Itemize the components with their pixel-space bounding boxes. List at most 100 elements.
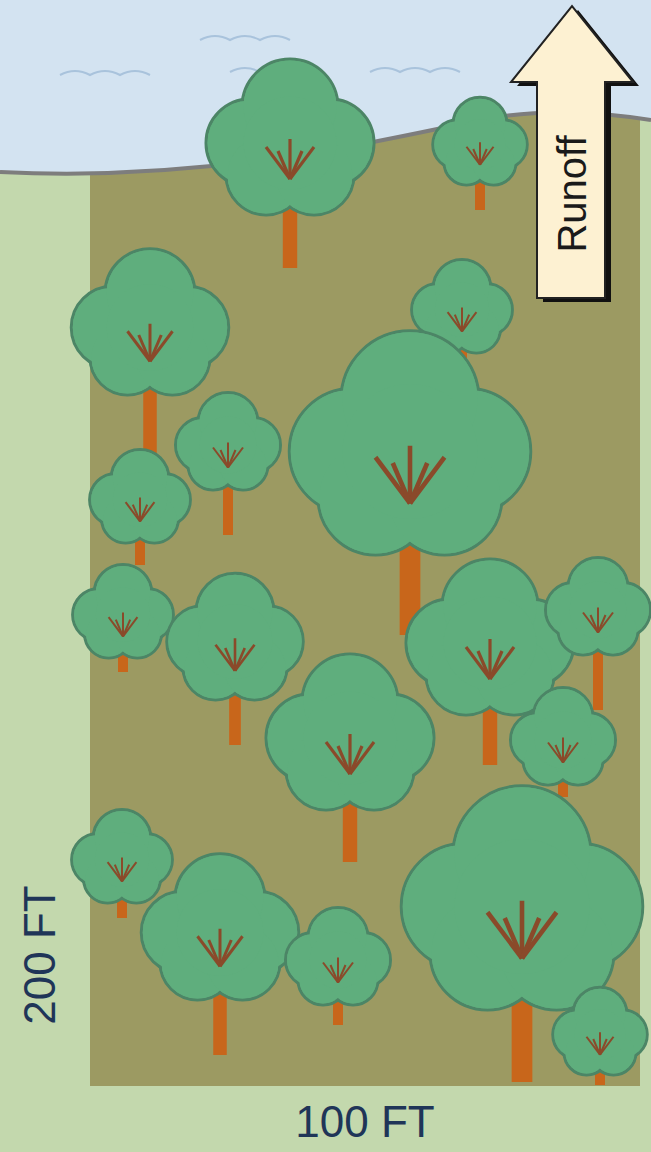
tree-branch <box>150 335 161 361</box>
tree-branch <box>548 743 563 763</box>
tree-branch <box>116 620 123 637</box>
tree-branch <box>150 331 173 361</box>
tree-branch <box>338 965 346 983</box>
tree-branch <box>128 331 151 361</box>
tree-crown <box>107 284 194 371</box>
tree-crown <box>304 692 397 785</box>
tree-branch <box>109 617 123 636</box>
tree-crown <box>95 833 150 888</box>
tree-branch <box>563 745 571 763</box>
tree-crown <box>455 839 590 974</box>
tree <box>266 654 434 862</box>
tree-branch <box>123 617 137 636</box>
tree-branch <box>393 463 410 503</box>
tree-branch <box>235 648 245 671</box>
tree-branch <box>598 613 613 633</box>
water-wave <box>200 36 290 40</box>
tree-crown <box>244 97 337 190</box>
tree-branch <box>593 1039 600 1055</box>
tree-branch <box>228 450 236 468</box>
tree-branch <box>338 963 353 983</box>
tree-branch <box>598 615 606 633</box>
tree-branch <box>140 505 147 522</box>
tree <box>553 987 648 1085</box>
tree-branch <box>235 645 255 671</box>
tree-branch <box>122 862 136 881</box>
tree-crown <box>455 119 506 170</box>
tree-branch <box>563 743 578 763</box>
tree <box>511 688 616 798</box>
tree <box>286 908 391 1026</box>
tree-branch <box>556 745 564 763</box>
tree-crown <box>200 417 257 474</box>
tree-crown <box>570 582 627 639</box>
tree-branch <box>290 147 314 179</box>
tree-branch <box>490 647 514 679</box>
tree <box>401 786 643 1082</box>
tree-branch <box>266 147 290 179</box>
tree-branch <box>466 647 490 679</box>
tree-crown <box>575 1009 626 1060</box>
tree-branch <box>455 315 462 332</box>
tree-branch <box>209 940 220 966</box>
tree-crown <box>444 597 537 690</box>
dimension-label: 100 FT <box>295 1097 434 1147</box>
tree <box>90 449 191 565</box>
tree-branch <box>376 457 411 503</box>
tree-branch <box>462 315 469 332</box>
tree-branch <box>480 149 487 165</box>
tree-branch <box>290 151 302 179</box>
water-wave <box>370 68 460 72</box>
tree-branch <box>448 312 462 331</box>
tree-branch <box>221 450 229 468</box>
tree-crown <box>310 932 367 989</box>
tree-branch <box>410 457 445 503</box>
tree-branch <box>126 502 140 521</box>
tree-branch <box>473 149 480 165</box>
tree-branch <box>278 151 290 179</box>
tree-branch <box>198 936 221 966</box>
tree-branch <box>213 448 228 468</box>
tree-branch <box>115 865 122 882</box>
tree-branch <box>350 742 374 774</box>
tree-branch <box>228 448 243 468</box>
tree-branch <box>133 505 140 522</box>
tree-branch <box>326 742 350 774</box>
tree-branch <box>600 1039 607 1055</box>
tree-branch <box>123 620 130 637</box>
tree-crown <box>96 588 151 643</box>
tree <box>73 564 174 672</box>
tree-branch <box>323 963 338 983</box>
tree-branch <box>522 912 557 958</box>
tree-branch <box>478 651 490 679</box>
tree-branch <box>350 746 362 774</box>
tree <box>176 393 281 536</box>
tree-branch <box>467 147 481 165</box>
tree <box>206 59 374 268</box>
tree-branch <box>600 1037 614 1055</box>
tree <box>433 97 528 210</box>
tree-branch <box>591 615 599 633</box>
tree-crown <box>343 384 478 519</box>
tree-branch <box>216 645 236 671</box>
tree-crown <box>177 889 264 976</box>
tree-branch <box>522 918 539 958</box>
water-wave <box>60 71 150 75</box>
tree-branch <box>410 463 427 503</box>
tree-branch <box>583 613 598 633</box>
tree-branch <box>140 502 154 521</box>
arrow-shape <box>511 6 633 298</box>
runoff-arrow: Runoff <box>505 2 645 304</box>
tree-branch <box>488 912 523 958</box>
tree-branch <box>122 865 129 882</box>
tree-crown <box>535 712 592 769</box>
tree-branch <box>587 1037 601 1055</box>
dimension-label: 200 FT <box>15 885 65 1024</box>
tree-branch <box>139 335 150 361</box>
tree-branch <box>490 651 502 679</box>
tree-branch <box>462 312 476 331</box>
tree-branch <box>225 648 235 671</box>
tree-branch <box>480 147 494 165</box>
